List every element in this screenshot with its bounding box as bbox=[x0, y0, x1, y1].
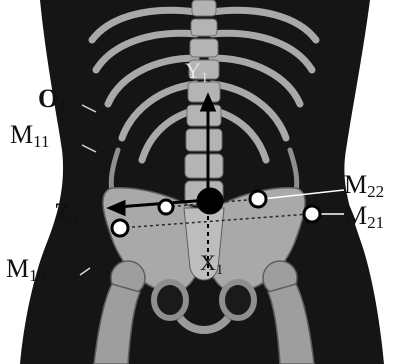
label-m11-main: M bbox=[10, 120, 33, 149]
label-z1: Z1 bbox=[54, 200, 80, 226]
label-o1: O1 bbox=[38, 86, 67, 112]
label-m22-main: M bbox=[344, 170, 367, 199]
label-m22-sub: 22 bbox=[367, 182, 384, 201]
label-z1-main: Z bbox=[54, 198, 71, 227]
label-m10-main: M bbox=[6, 254, 29, 283]
label-m11-sub: 11 bbox=[33, 132, 49, 151]
label-y1: Y1 bbox=[185, 60, 208, 82]
label-o1-sub: 1 bbox=[58, 96, 67, 115]
label-y1-main: Y bbox=[185, 58, 201, 83]
label-m21-main: M bbox=[344, 201, 367, 230]
label-y1-sub: 1 bbox=[201, 70, 209, 86]
origin-marker bbox=[198, 189, 222, 213]
label-m10-sub: 10 bbox=[29, 266, 46, 285]
right-obturator bbox=[222, 282, 254, 318]
marker-m21 bbox=[304, 206, 320, 222]
label-x1-main: X bbox=[200, 250, 216, 275]
marker-m11 bbox=[159, 200, 173, 214]
label-m22: M22 bbox=[344, 172, 384, 198]
marker-m10 bbox=[112, 220, 128, 236]
left-obturator bbox=[154, 282, 186, 318]
label-o1-main: O bbox=[38, 84, 58, 113]
label-m11: M11 bbox=[10, 122, 50, 148]
label-z1-sub: 1 bbox=[71, 210, 80, 229]
label-m21: M21 bbox=[344, 203, 384, 229]
label-x1-sub: 1 bbox=[216, 262, 224, 278]
label-m21-sub: 21 bbox=[367, 213, 384, 232]
label-x1: X1 bbox=[200, 252, 223, 274]
marker-m22 bbox=[250, 191, 266, 207]
label-m10: M10 bbox=[6, 256, 46, 282]
